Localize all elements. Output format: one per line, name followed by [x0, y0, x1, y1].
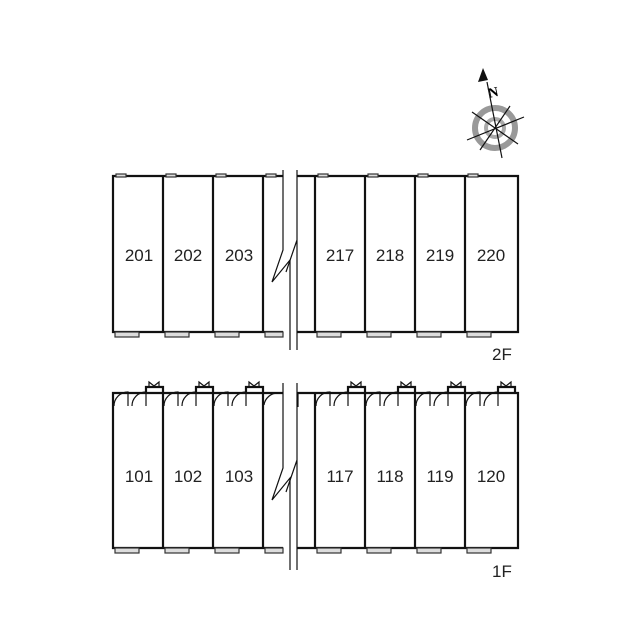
floor-2f: 2F: [111, 173, 520, 364]
vent-icon: [467, 173, 479, 178]
unit-220: 220: [477, 246, 505, 265]
door-swing-icon: [263, 392, 279, 406]
balcony-icon: [416, 331, 442, 338]
entrance-doors-icon: [465, 380, 517, 407]
balcony-icon: [416, 547, 442, 554]
floor-label-2f: 2F: [492, 345, 512, 364]
balcony-icon: [366, 331, 392, 338]
balcony-icon: [366, 547, 392, 554]
compass-north-label: N: [487, 85, 500, 102]
unit-219: 219: [426, 246, 454, 265]
entrance-doors-icon: [415, 380, 467, 407]
unit-201: 201: [125, 246, 153, 265]
balcony-icon: [316, 331, 342, 338]
balcony-icon: [214, 547, 240, 554]
entrance-doors-icon: [213, 380, 265, 407]
vent-icon: [417, 173, 429, 178]
balcony-icon: [264, 547, 284, 554]
floor-1f: 1F: [111, 380, 520, 581]
balcony-icon: [316, 547, 342, 554]
unit-119: 119: [426, 467, 453, 486]
entrance-doors-icon: [163, 380, 215, 407]
balcony-icon: [466, 331, 492, 338]
compass-icon: N: [466, 68, 525, 159]
vent-icon: [115, 173, 127, 178]
unit-120: 120: [477, 467, 505, 486]
unit-labels-2f: 201 202 203 217 218 219 220: [125, 246, 505, 265]
unit-217: 217: [326, 246, 354, 265]
vent-icon: [265, 173, 277, 178]
entrance-doors-icon: [315, 380, 367, 407]
entrance-doors-icon: [113, 380, 165, 407]
balcony-icon: [164, 547, 190, 554]
vent-icon: [215, 173, 227, 178]
unit-102: 102: [174, 467, 202, 486]
vent-icon: [165, 173, 177, 178]
break-mark: [271, 170, 298, 570]
balcony-icon: [214, 331, 240, 338]
unit-labels-1f: 101 102 103 117 118 119 120: [125, 467, 505, 486]
balcony-icon: [114, 547, 140, 554]
unit-202: 202: [174, 246, 202, 265]
unit-218: 218: [376, 246, 404, 265]
balcony-icon: [466, 547, 492, 554]
balcony-icon: [264, 331, 284, 338]
unit-103: 103: [225, 467, 253, 486]
entrance-doors-icon: [365, 380, 417, 407]
balcony-icon: [114, 331, 140, 338]
unit-101: 101: [125, 467, 153, 486]
unit-203: 203: [225, 246, 253, 265]
vent-icon: [367, 173, 379, 178]
unit-117: 117: [326, 467, 353, 486]
unit-118: 118: [376, 467, 403, 486]
balcony-icon: [164, 331, 190, 338]
vent-icon: [317, 173, 329, 178]
floor-label-1f: 1F: [492, 562, 512, 581]
